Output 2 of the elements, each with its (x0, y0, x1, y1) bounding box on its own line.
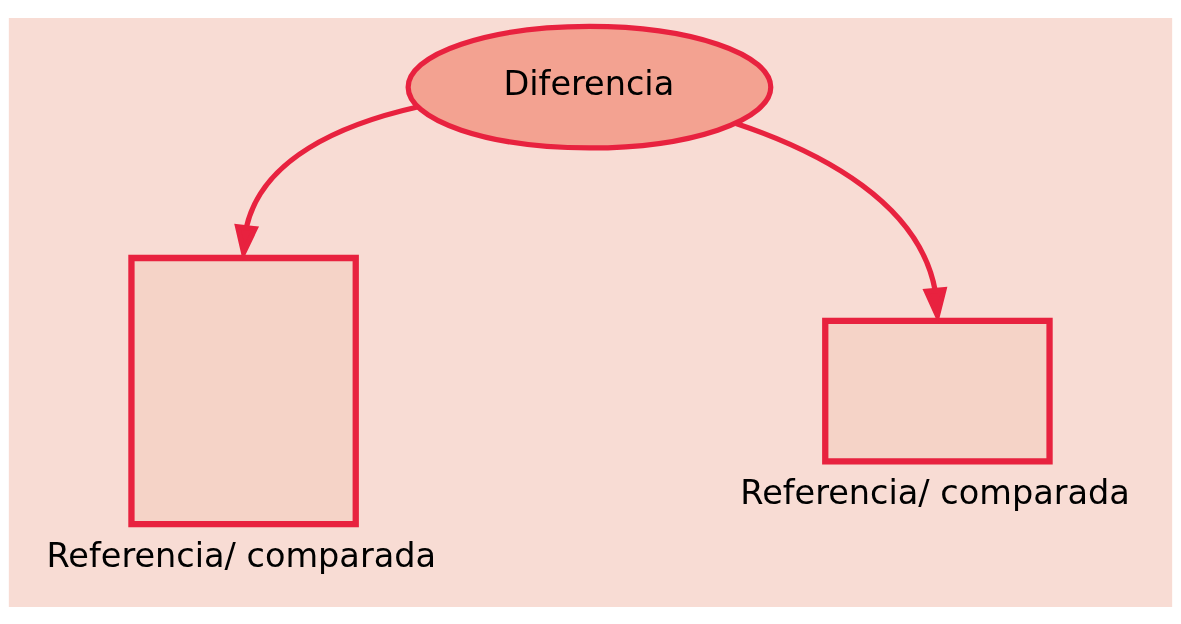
node-label: Referencia/ comparada (740, 472, 1130, 512)
node-label: Referencia/ comparada (46, 535, 437, 575)
